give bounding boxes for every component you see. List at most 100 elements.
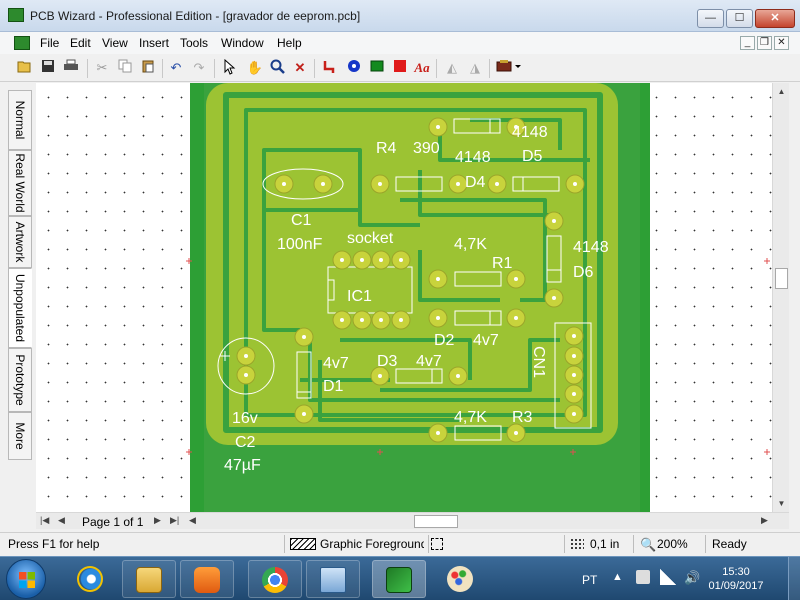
chrome-icon (262, 567, 288, 593)
component-icon[interactable] (495, 59, 523, 77)
board-label: 16v (232, 410, 258, 427)
tab-normal[interactable]: Normal (8, 90, 32, 150)
menu-tools[interactable]: Tools (180, 36, 209, 50)
tab-more[interactable]: More (8, 412, 32, 460)
remote-desktop-icon (320, 567, 346, 593)
first-page-icon[interactable]: |◀ (40, 515, 50, 525)
track-icon[interactable] (320, 59, 340, 77)
toolbar: ✂ ↶ ↷ ✋ ✕ Aa ◭ ◮ (0, 55, 800, 82)
delete-icon[interactable]: ✕ (294, 60, 306, 75)
redo-icon[interactable]: ↷ (193, 60, 205, 75)
status-layer: Graphic Foreground (320, 537, 424, 551)
block-icon[interactable] (390, 59, 410, 77)
close-button[interactable]: ✕ (755, 9, 795, 28)
smd-icon[interactable] (367, 59, 387, 77)
zoom-status-icon: 🔍 (640, 537, 657, 552)
next-page-icon[interactable]: ▶ (154, 515, 161, 525)
network-icon[interactable] (660, 569, 676, 585)
board-label: 390 (413, 140, 440, 157)
flip-v-icon[interactable]: ◮ (470, 60, 480, 75)
app-icon (8, 8, 24, 22)
media-player-icon (194, 567, 220, 593)
start-button[interactable] (6, 559, 46, 599)
view-tabs: Normal Real World Artwork Unpopulated Pr… (8, 84, 32, 464)
vertical-scrollbar[interactable]: ▲ ▼ (772, 83, 789, 513)
board-label: D3 (377, 353, 398, 370)
pcb-board[interactable]: R4 390 4148 D4 4148 D5 C1 100nF socket 4… (36, 83, 772, 513)
save-icon[interactable] (38, 59, 58, 77)
tab-prototype[interactable]: Prototype (8, 348, 32, 412)
board-label: R4 (376, 140, 397, 157)
tab-artwork[interactable]: Artwork (8, 216, 32, 268)
tab-real-world[interactable]: Real World (8, 150, 32, 216)
prev-page-icon[interactable]: ◀ (58, 515, 65, 525)
mdi-minimize-button[interactable]: _ (740, 36, 755, 50)
zoom-icon[interactable] (268, 59, 288, 77)
undo-icon[interactable]: ↶ (170, 60, 182, 75)
mdi-restore-button[interactable]: ❐ (757, 36, 772, 50)
taskbar-chrome[interactable] (248, 560, 302, 598)
taskbar-pcb-wizard[interactable] (372, 560, 426, 598)
flip-h-icon[interactable]: ◭ (447, 60, 457, 75)
mdi-close-button[interactable]: ✕ (774, 36, 789, 50)
taskbar-file-explorer[interactable] (122, 560, 176, 598)
board-label: 4v7 (473, 332, 499, 349)
maximize-button[interactable]: ☐ (726, 9, 753, 28)
board-label: C2 (235, 434, 256, 451)
copy-icon[interactable] (115, 59, 135, 77)
text-icon[interactable]: Aa (414, 60, 430, 75)
pcb-canvas[interactable]: R4 390 4148 D4 4148 D5 C1 100nF socket 4… (36, 83, 772, 513)
scroll-down-icon[interactable]: ▼ (777, 499, 786, 508)
volume-icon[interactable]: 🔊 (684, 570, 701, 585)
menu-file[interactable]: File (40, 36, 60, 50)
tray-expand-icon[interactable]: ▲ (612, 571, 623, 583)
document-icon[interactable] (14, 36, 30, 50)
print-icon[interactable] (61, 59, 81, 77)
taskbar-remote-desktop[interactable] (306, 560, 360, 598)
pad-icon[interactable] (344, 59, 364, 77)
board-label: socket (347, 230, 394, 247)
cut-icon[interactable]: ✂ (96, 60, 108, 75)
board-label: D5 (522, 148, 543, 165)
paint-icon (447, 566, 473, 592)
taskbar: PT ▲ 🔊 15:30 01/09/2017 (0, 556, 800, 600)
action-center-icon[interactable] (636, 570, 650, 584)
board-label: R3 (512, 409, 533, 426)
show-desktop-button[interactable] (788, 557, 800, 600)
menu-edit[interactable]: Edit (70, 36, 91, 50)
menu-window[interactable]: Window (221, 36, 264, 50)
pan-icon[interactable]: ✋ (246, 60, 264, 75)
scroll-up-icon[interactable]: ▲ (777, 87, 786, 96)
menu-help[interactable]: Help (277, 36, 302, 50)
clock[interactable]: 15:30 01/09/2017 (706, 565, 766, 593)
board-label: 4148 (455, 149, 491, 166)
taskbar-paint[interactable] (434, 560, 488, 598)
status-bar: Press F1 for help Graphic Foreground 0,1… (0, 532, 800, 554)
tab-unpopulated[interactable]: Unpopulated (8, 268, 32, 348)
taskbar-media-player[interactable] (180, 560, 234, 598)
paste-icon[interactable] (138, 59, 158, 77)
scroll-right-icon[interactable]: ▶ (761, 515, 768, 525)
scroll-thumb[interactable] (775, 268, 788, 289)
board-label: 4v7 (416, 353, 442, 370)
page-indicator: Page 1 of 1 (82, 515, 144, 529)
board-label: D6 (573, 264, 594, 281)
status-state: Ready (712, 537, 747, 551)
language-indicator[interactable]: PT (582, 573, 598, 587)
page-nav-bar: |◀ ◀ Page 1 of 1 ▶ ▶| ◀ ▶ (36, 512, 789, 529)
board-label: C1 (291, 212, 312, 229)
board-label: 47µF (224, 457, 261, 474)
minimize-button[interactable]: — (697, 9, 724, 28)
last-page-icon[interactable]: ▶| (170, 515, 180, 525)
menu-insert[interactable]: Insert (139, 36, 170, 50)
taskbar-internet-explorer[interactable] (64, 560, 118, 598)
select-icon[interactable] (220, 58, 240, 77)
hscroll-thumb[interactable] (414, 515, 458, 528)
board-label: 100nF (277, 236, 323, 253)
board-label: R1 (492, 255, 513, 272)
open-icon[interactable] (15, 59, 35, 77)
menu-view[interactable]: View (102, 36, 128, 50)
layer-select-icon[interactable] (431, 538, 443, 550)
scroll-left-icon[interactable]: ◀ (189, 515, 196, 525)
board-label: CN1 (530, 346, 547, 378)
